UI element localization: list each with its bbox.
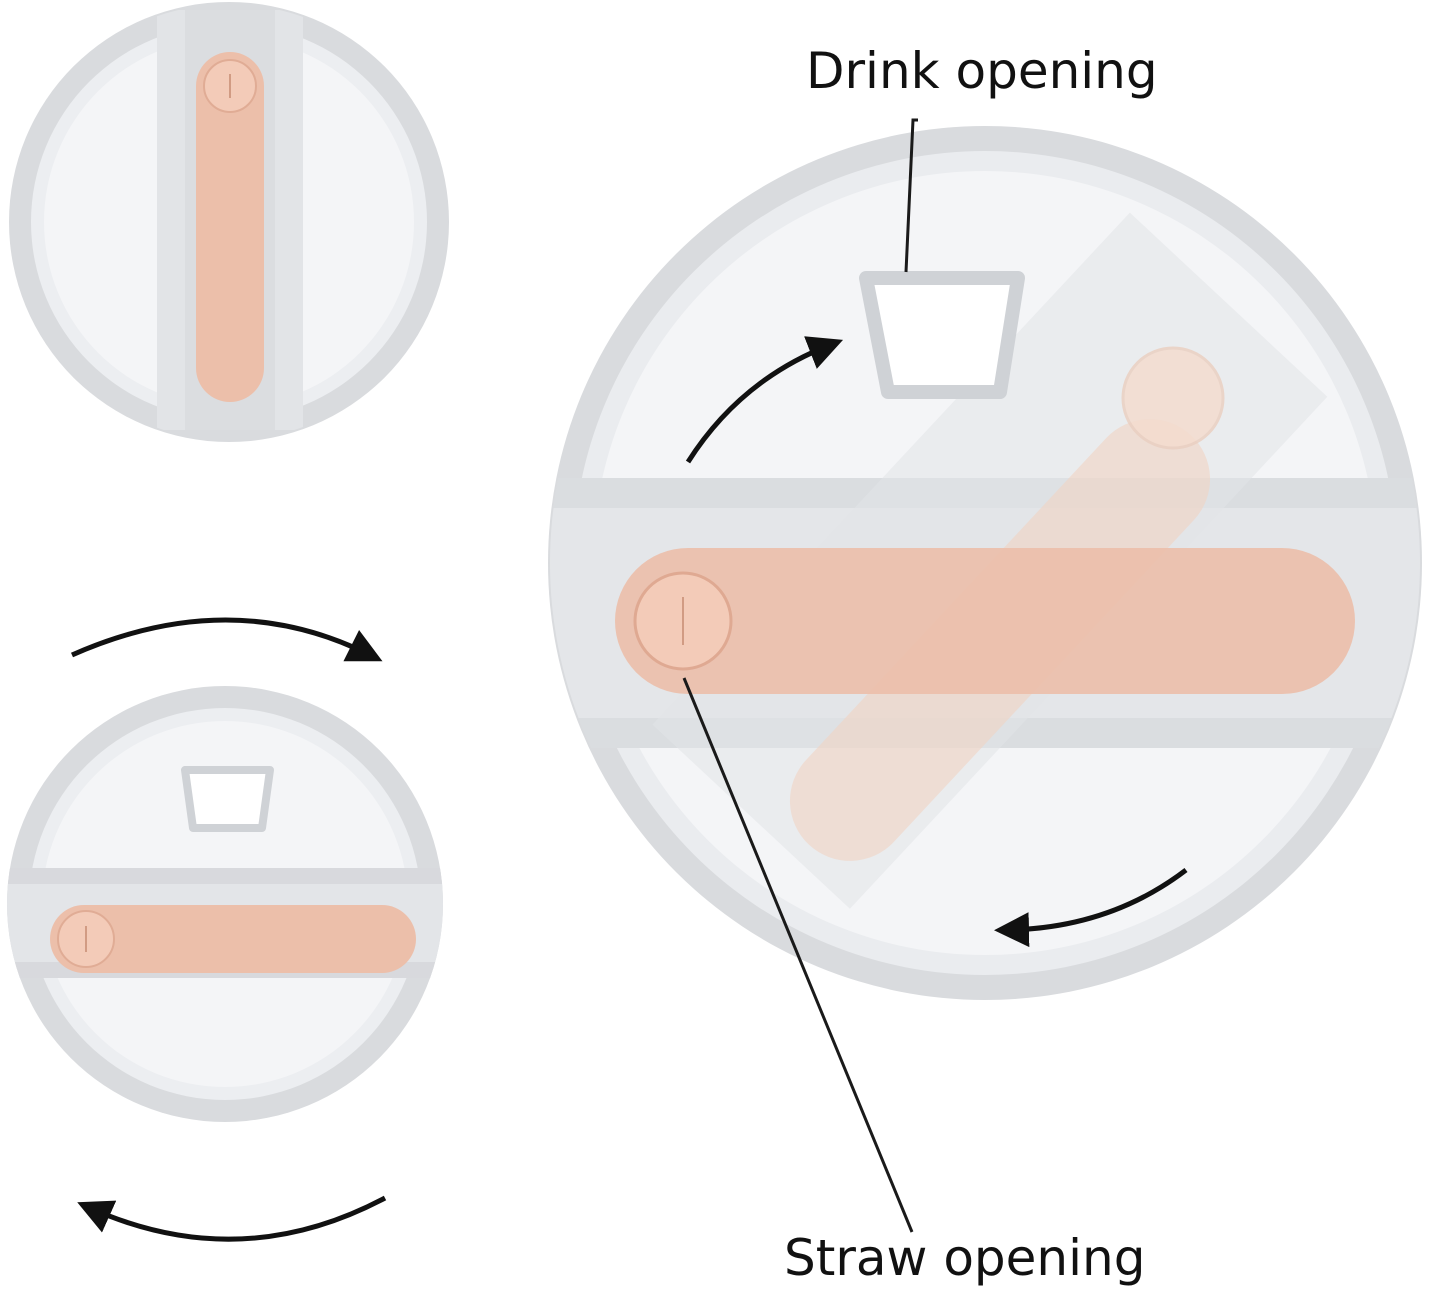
lid-open-horizontal [7, 686, 443, 1122]
straw-opening-leader-line [682, 677, 914, 1233]
drink-opening-leader-line [904, 118, 918, 273]
drink-opening-label: Drink opening [806, 42, 1158, 100]
lid-closed-vertical [9, 2, 449, 442]
slider-bar [196, 52, 264, 402]
rotate-counterclockwise-arrow-icon [994, 868, 1188, 948]
rotate-counterclockwise-arrow-icon [77, 1195, 387, 1242]
drink-opening [181, 766, 274, 832]
drink-opening [859, 271, 1025, 399]
rotate-clockwise-arrow-icon [70, 617, 383, 662]
slider-bar [50, 905, 416, 973]
slider-knob-ghost [1121, 346, 1225, 450]
slider-bar [615, 548, 1355, 694]
rotate-clockwise-arrow-icon [685, 336, 844, 464]
lid-large-detail [548, 126, 1422, 1000]
straw-opening-label: Straw opening [784, 1229, 1146, 1287]
